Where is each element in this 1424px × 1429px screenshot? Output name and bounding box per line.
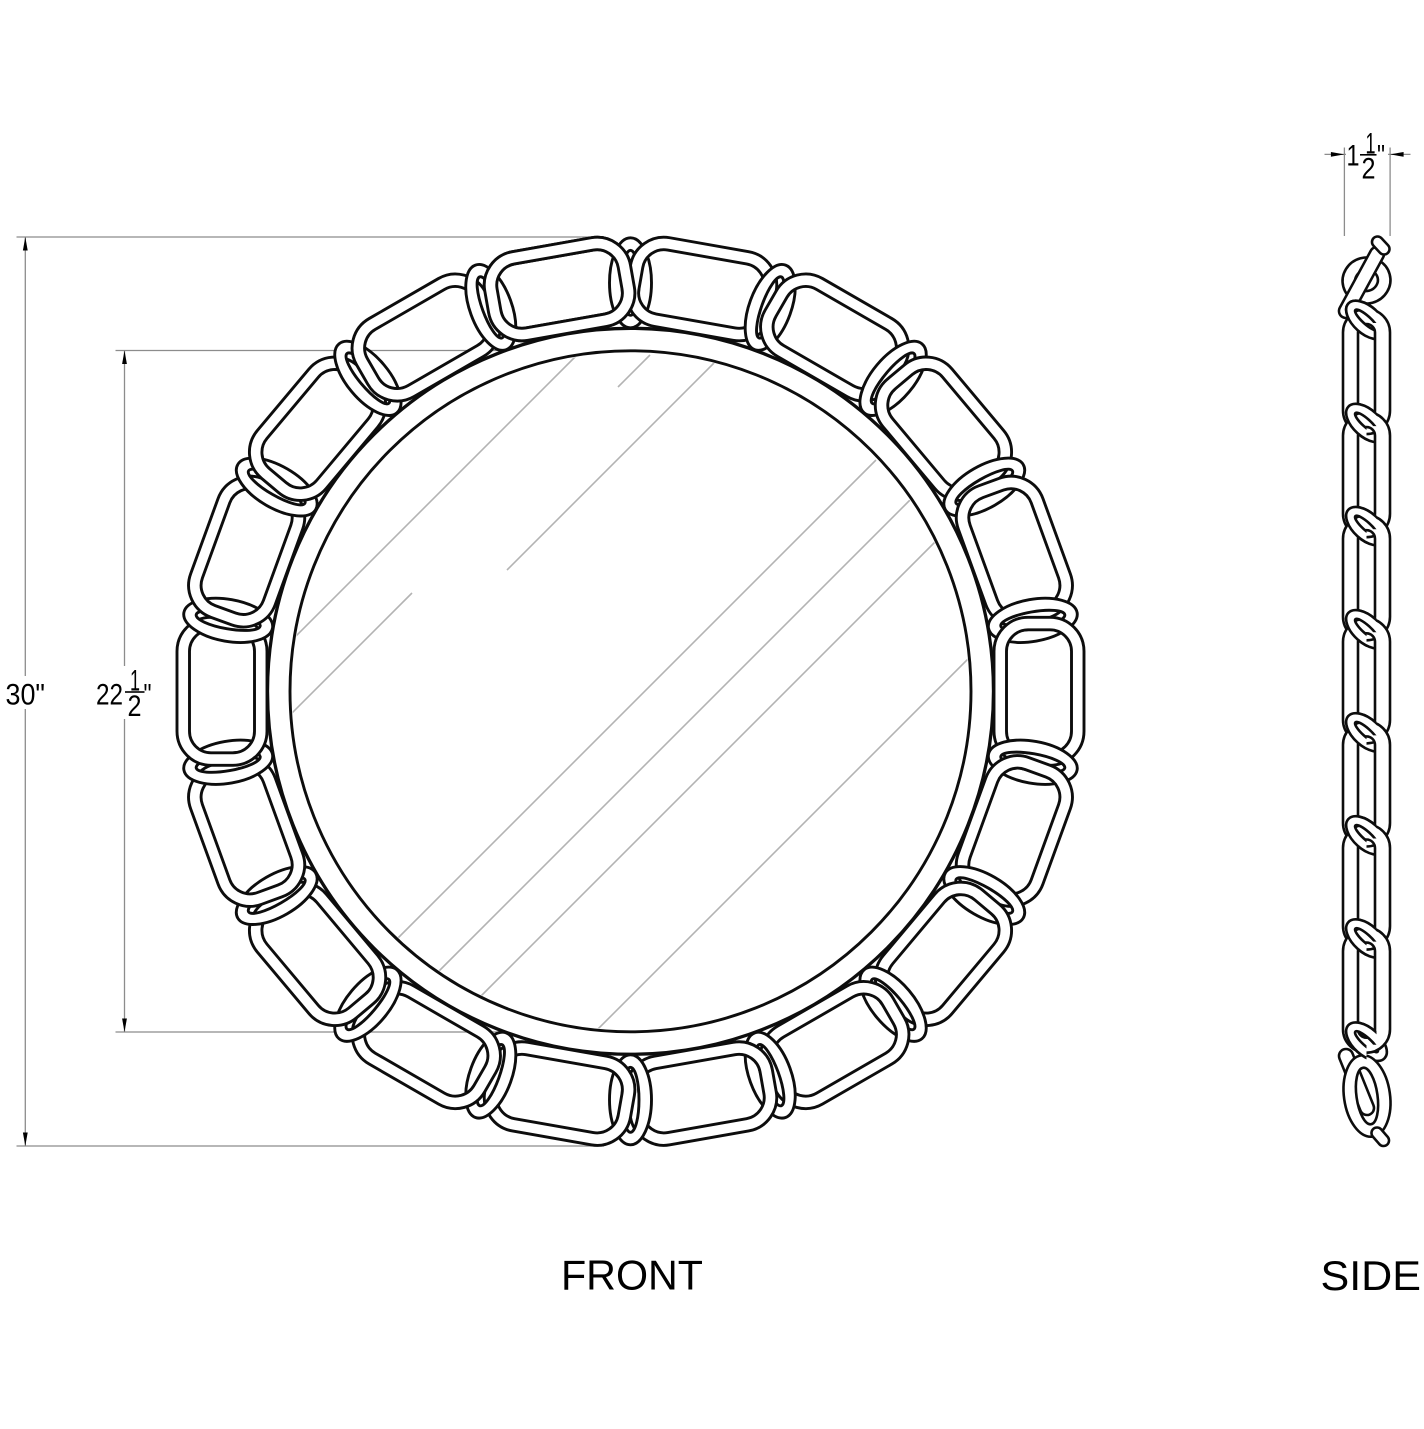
svg-text:30": 30" (6, 679, 46, 712)
svg-text:1: 1 (130, 665, 140, 698)
svg-text:": " (144, 679, 152, 712)
svg-text:2: 2 (128, 690, 142, 723)
svg-text:SIDE: SIDE (1321, 1252, 1422, 1299)
svg-text:1: 1 (1347, 140, 1360, 173)
svg-text:22: 22 (96, 679, 123, 712)
svg-text:1: 1 (1366, 127, 1376, 160)
svg-text:FRONT: FRONT (561, 1252, 703, 1299)
svg-text:2: 2 (1362, 153, 1376, 186)
svg-text:": " (1377, 140, 1385, 173)
